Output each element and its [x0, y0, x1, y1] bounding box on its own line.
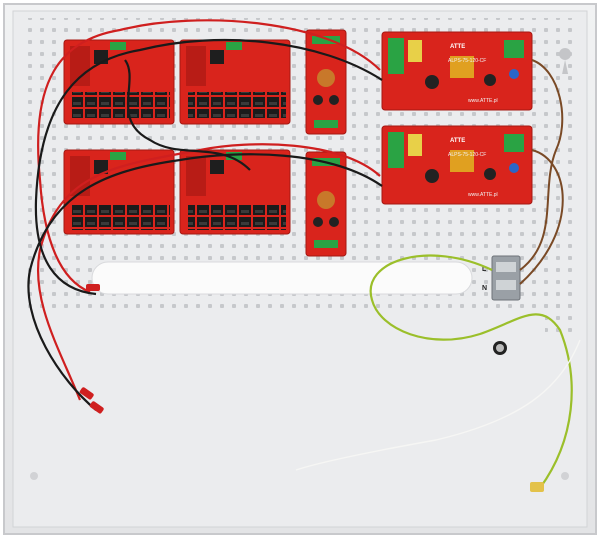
terminal-label-line: L — [482, 266, 487, 273]
wiring-brown — [519, 59, 564, 285]
psu-module-2: ATTE ALPS-75-120-CF www.ATTE.pl — [381, 125, 533, 205]
converter-board-1 — [305, 29, 347, 135]
switch-board-1 — [63, 39, 175, 125]
psu-module-1: ATTE ALPS-75-120-CF www.ATTE.pl — [381, 31, 533, 111]
mains-terminal-block: L N — [482, 255, 521, 301]
wiring-earth — [369, 254, 573, 489]
mount-hole-bottom-right — [561, 472, 569, 480]
mount-hole-bottom-left — [30, 472, 38, 480]
psu-1-web: www.ATTE.pl — [468, 98, 498, 104]
cable-grommet-center — [496, 344, 504, 352]
psu-1-brand: ATTE — [450, 44, 465, 50]
switch-board-4 — [179, 149, 291, 235]
psu-1-model: ALPS-75-120-CF — [448, 58, 486, 64]
crimp-connectors — [79, 284, 544, 492]
switch-board-3 — [63, 149, 175, 235]
terminal-label-neutral: N — [482, 285, 487, 292]
wiring-black — [27, 38, 383, 411]
cable-slot — [91, 261, 473, 295]
wiring-red — [36, 19, 381, 401]
psu-2-brand: ATTE — [450, 138, 465, 144]
wiring-white — [295, 339, 581, 471]
converter-board-2 — [305, 151, 347, 257]
psu-2-model: ALPS-75-120-CF — [448, 152, 486, 158]
psu-2-web: www.ATTE.pl — [468, 192, 498, 198]
keyhole — [559, 48, 572, 74]
switch-board-2 — [179, 39, 291, 125]
